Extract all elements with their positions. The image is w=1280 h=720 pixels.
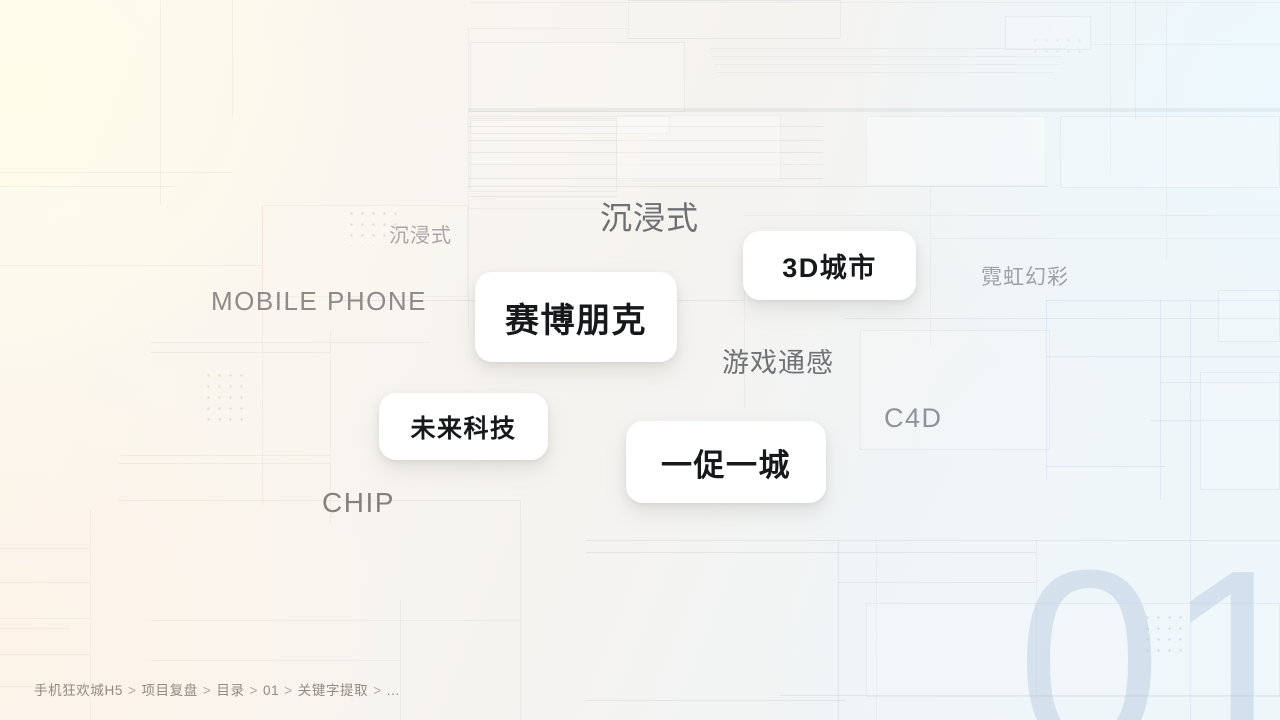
breadcrumb-item[interactable]: 手机狂欢城H5	[34, 683, 123, 698]
breadcrumb-item[interactable]: ...	[386, 683, 400, 698]
ghost-label-neon-fantasy: 霓虹幻彩	[981, 266, 1069, 289]
keyword-card-cyberpunk[interactable]: 赛博朋克	[475, 272, 677, 362]
ghost-label-immersive-small: 沉浸式	[389, 225, 452, 247]
ghost-label-chip: CHIP	[322, 487, 395, 518]
keyword-card-3d-city[interactable]: 3D城市	[743, 231, 916, 300]
ghost-label-immersive-large: 沉浸式	[600, 200, 700, 236]
ghost-label-game-synesthesia: 游戏通感	[722, 348, 834, 378]
breadcrumb-separator: >	[127, 683, 137, 698]
breadcrumb-item[interactable]: 01	[263, 683, 280, 698]
breadcrumb-separator: >	[373, 683, 382, 698]
keyword-card-future-tech[interactable]: 未来科技	[379, 393, 548, 460]
breadcrumb-separator: >	[284, 683, 293, 698]
slide-number-watermark: 01	[1016, 517, 1280, 720]
breadcrumb-item[interactable]: 目录	[216, 683, 245, 698]
breadcrumb-item[interactable]: 项目复盘	[141, 683, 198, 698]
breadcrumb-separator: >	[249, 683, 259, 698]
breadcrumb-item[interactable]: 关键字提取	[297, 683, 369, 698]
breadcrumb[interactable]: 手机狂欢城H5 > 项目复盘 > 目录 >01 > 关键字提取 >...	[34, 679, 400, 699]
breadcrumb-separator: >	[202, 683, 212, 698]
ghost-label-mobile-phone: MOBILE PHONE	[211, 286, 427, 316]
ghost-label-c4d: C4D	[884, 403, 943, 433]
keyword-card-one-promo-one-city[interactable]: 一促一城	[626, 421, 826, 503]
